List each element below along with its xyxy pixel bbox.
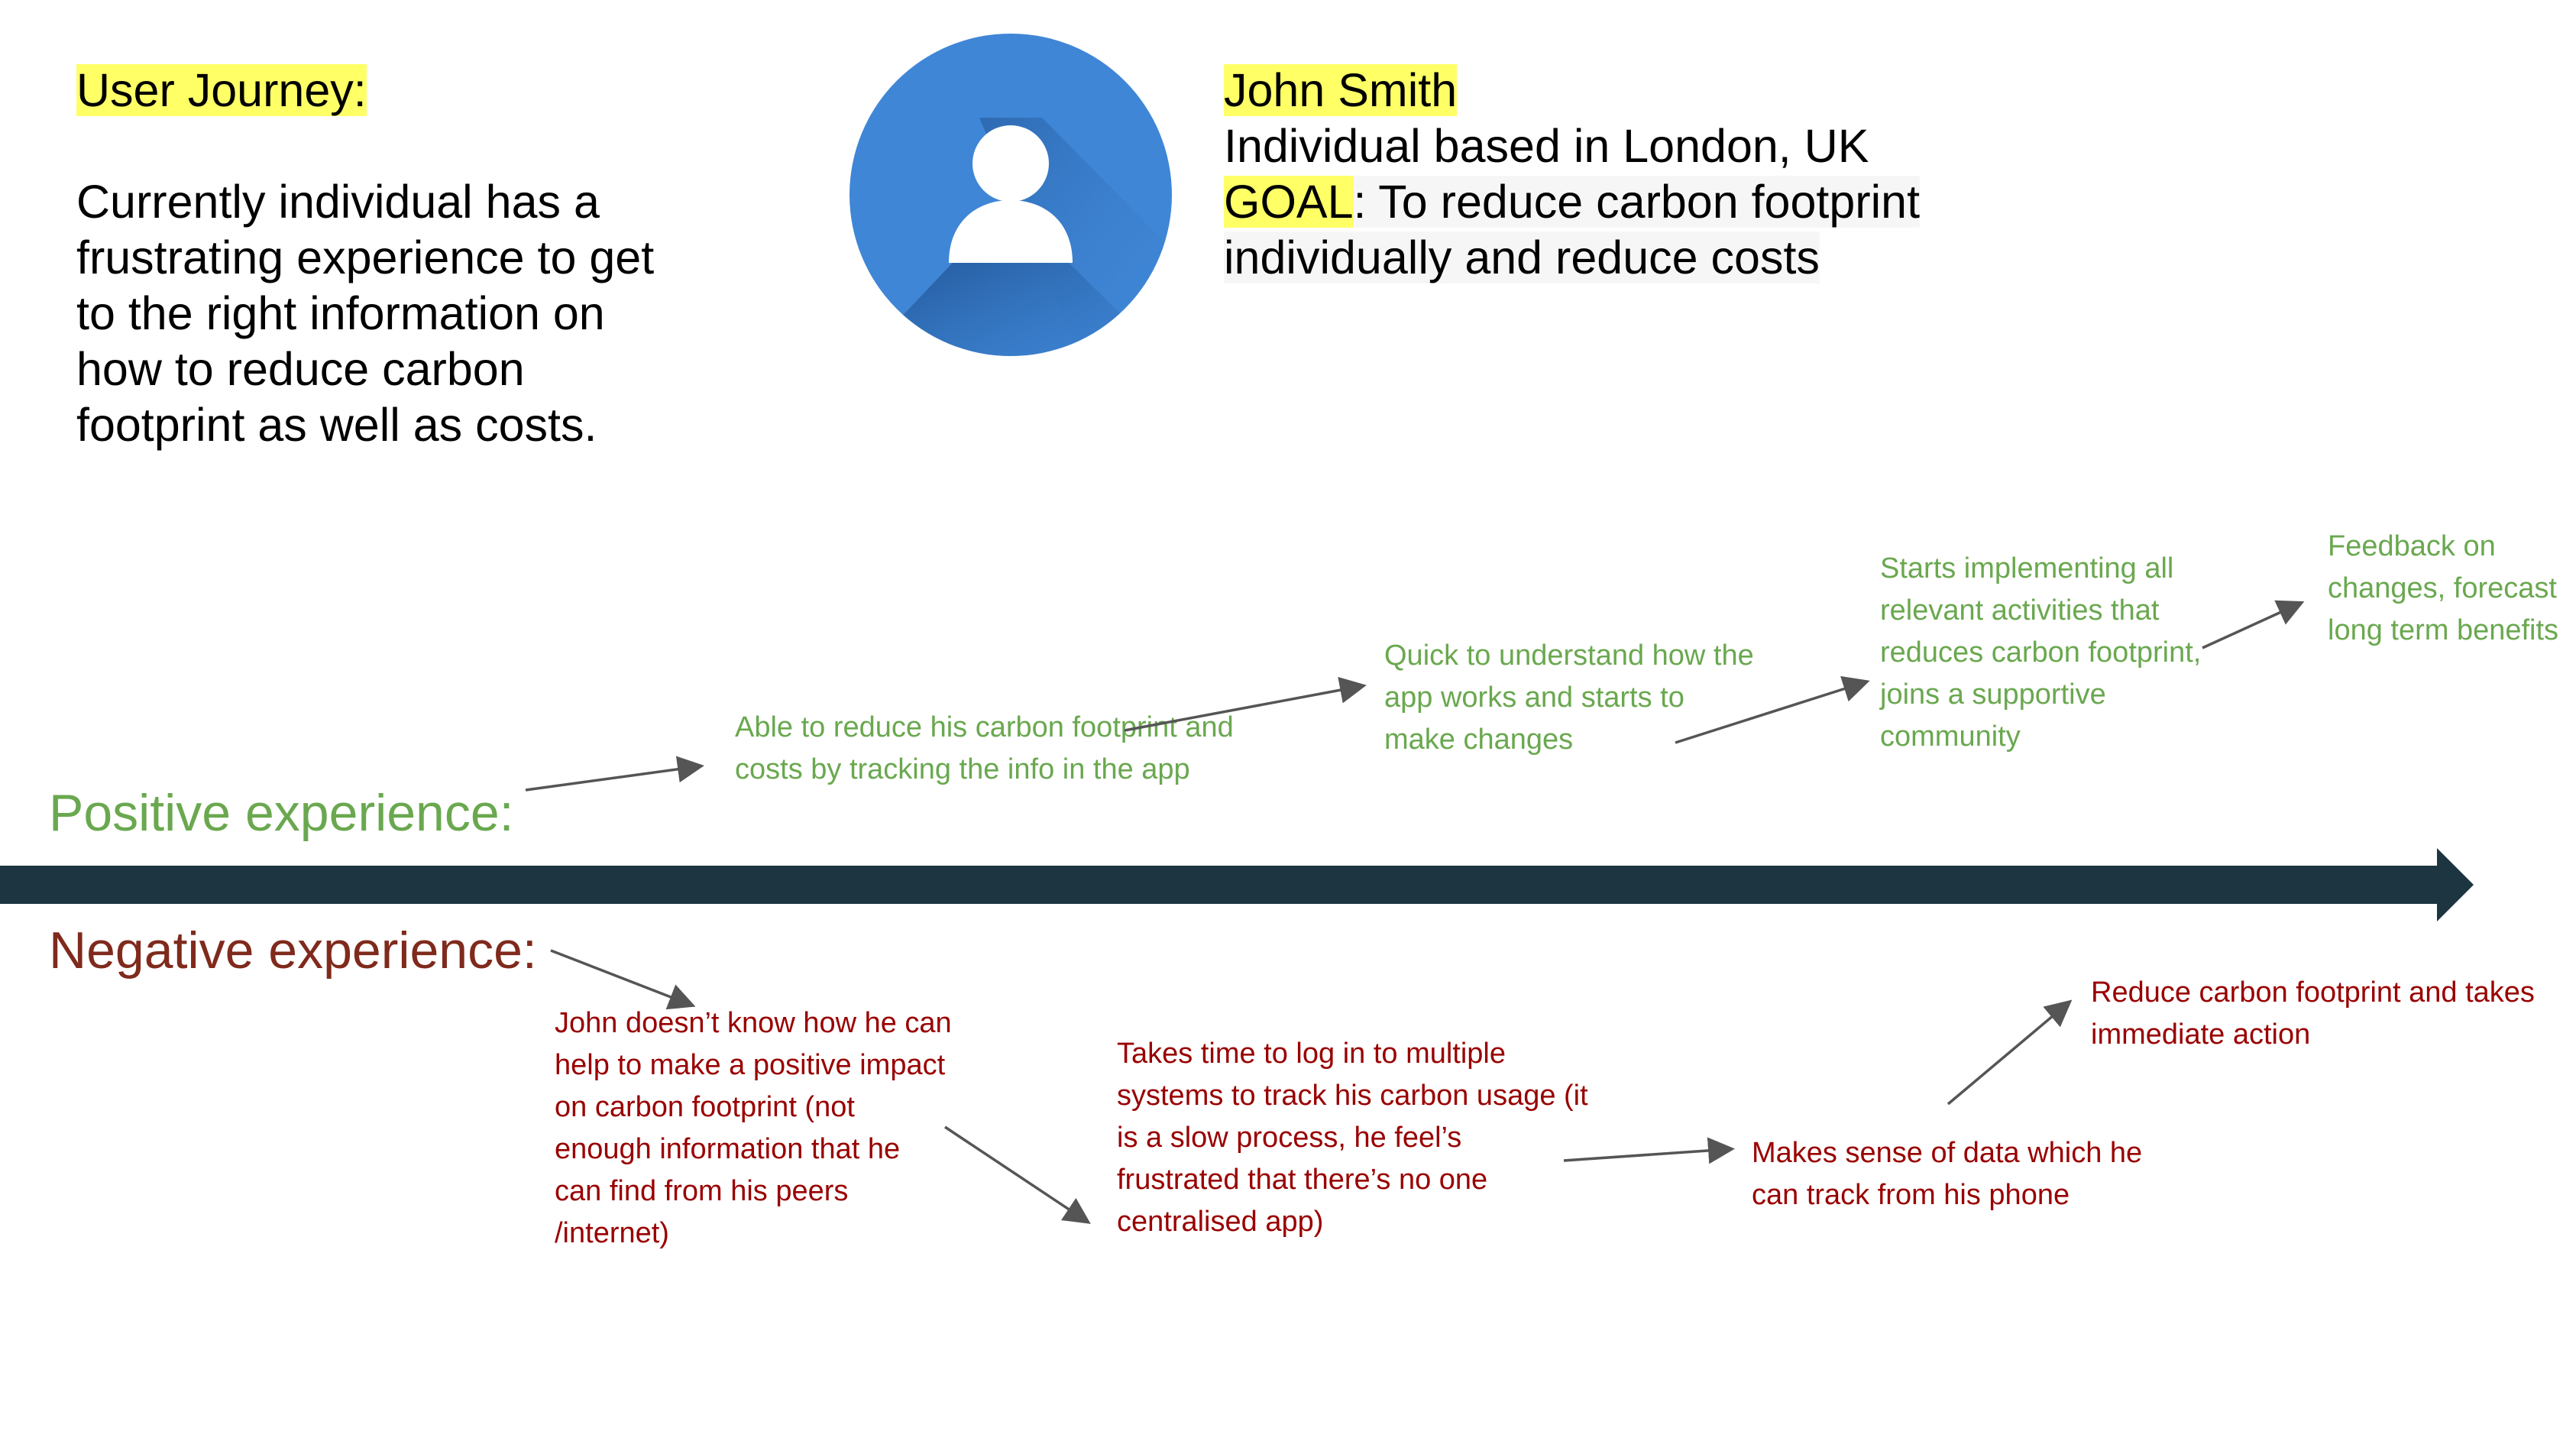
positive-step-4: Feedback on changes, forecast long term … — [2328, 530, 2559, 646]
negative-arrow-2 — [944, 1125, 1091, 1224]
goal-label: GOAL — [1224, 176, 1354, 228]
user-avatar-icon — [849, 34, 1172, 356]
negative-step-4: Reduce carbon footprint and takes immedi… — [2091, 976, 2535, 1051]
positive-arrow-2 — [1124, 676, 1367, 732]
negative-step-2: Takes time to log in to multiple systems… — [1117, 1038, 1588, 1238]
positive-step-1: Able to reduce his carbon footprint and … — [735, 711, 1234, 785]
negative-step-3: Makes sense of data which he can track f… — [1752, 1137, 2143, 1211]
positive-experience-label: Positive experience: — [49, 784, 514, 842]
journey-title: User Journey: — [76, 64, 367, 116]
persona-block: John Smith Individual based in London, U… — [1224, 63, 1921, 286]
positive-step-2: Quick to understand how the app works an… — [1384, 640, 1754, 756]
timeline-bar — [0, 866, 2437, 904]
negative-arrow-4 — [1947, 999, 2073, 1106]
negative-step-1: John doesn’t know how he can help to mak… — [555, 1007, 952, 1249]
positive-step-3: Starts implementing all relevant activit… — [1880, 552, 2202, 753]
positive-arrow-4 — [2202, 600, 2305, 649]
negative-arrow-1 — [550, 949, 696, 1010]
persona-name: John Smith — [1224, 64, 1458, 116]
journey-description: Currently individual has a frustrating e… — [76, 176, 655, 451]
timeline-arrowhead — [2437, 848, 2474, 921]
positive-arrow-1 — [525, 756, 704, 792]
negative-arrow-3 — [1563, 1137, 1735, 1164]
negative-experience-label: Negative experience: — [49, 921, 537, 980]
positive-arrow-3 — [1675, 675, 1870, 744]
goal-text: : To reduce carbon footprint — [1353, 176, 1921, 228]
goal-text-continued: individually and reduce costs — [1224, 232, 1820, 283]
persona-location: Individual based in London, UK — [1224, 120, 1869, 172]
